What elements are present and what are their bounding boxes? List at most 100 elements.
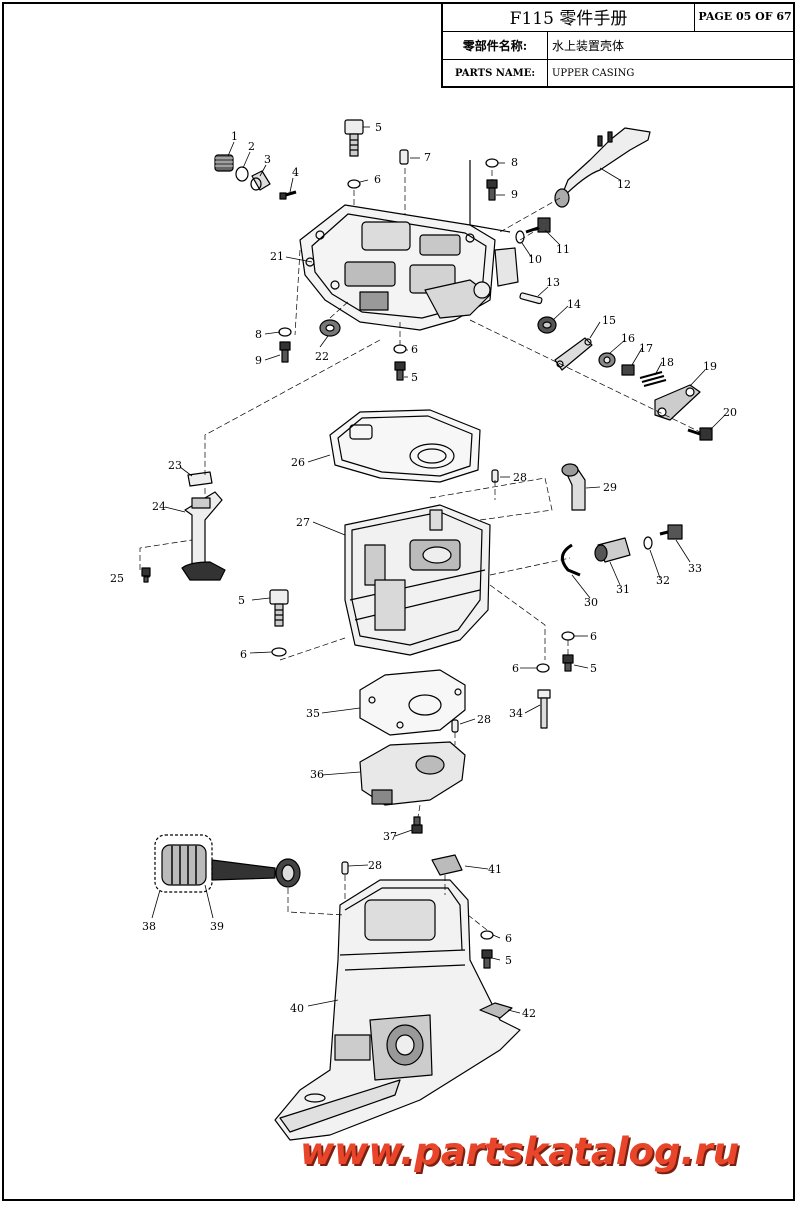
- callout-27: 27: [296, 516, 310, 529]
- callout-32: 32: [656, 574, 670, 587]
- parts-name-en-value: UPPER CASING: [552, 67, 635, 79]
- bolt-part-5-lower: [481, 949, 493, 969]
- callout-16: 16: [621, 332, 635, 345]
- callout-37: 37: [383, 830, 397, 843]
- title-block: F115 零件手册 PAGE 05 OF 67 零部件名称: 水上装置壳体 PA…: [441, 2, 795, 88]
- callout-20: 20: [723, 406, 737, 419]
- anode-part-42: [479, 1002, 513, 1019]
- screw-part-37: [411, 816, 423, 834]
- washer-part-8-top: [485, 158, 499, 168]
- callout-12: 12: [617, 178, 631, 191]
- watermark-url: www.partskatalog.ru: [300, 1130, 740, 1173]
- callout-5-mid: 5: [411, 371, 418, 384]
- long-bolt-part-34: [537, 689, 551, 729]
- bolt-part-5-mid: [394, 361, 406, 381]
- grommet-part-14: [537, 316, 557, 334]
- callout-7: 7: [424, 151, 431, 164]
- dowel-part-28-lower: [341, 861, 349, 875]
- callout-33: 33: [688, 562, 702, 575]
- parts-name-cn-label: 零部件名称:: [443, 32, 548, 60]
- assembly-lines: [139, 168, 701, 931]
- callout-42: 42: [522, 1007, 536, 1020]
- circlip-part-30: [560, 543, 581, 577]
- callout-labels: 1 2 3 4 5 6 7 8 9 10 11 12 13 14 15 16 1…: [110, 121, 737, 1020]
- callout-23: 23: [168, 459, 182, 472]
- gasket-part-26: [329, 409, 481, 483]
- screw-part-4: [279, 190, 297, 200]
- bushing-part-31: [594, 537, 631, 563]
- callout-15: 15: [602, 314, 616, 327]
- bolt-part-9-top: [486, 179, 498, 201]
- callout-6-right-a: 6: [590, 630, 597, 643]
- parts-name-cn-value: 水上装置壳体: [548, 32, 795, 60]
- callout-8-left: 8: [255, 328, 262, 341]
- callout-6-lower: 6: [505, 932, 512, 945]
- bolt-part-11: [525, 217, 551, 234]
- callout-28-mid: 28: [477, 713, 491, 726]
- elbow-tube-part-29: [561, 463, 586, 511]
- screw-part-25: [141, 567, 151, 583]
- callout-9-left: 9: [255, 354, 262, 367]
- exhaust-adapter-part-36: [359, 741, 466, 806]
- callout-36: 36: [310, 768, 324, 781]
- page-number: PAGE 05 OF 67: [695, 2, 795, 32]
- dowel-part-7: [399, 149, 409, 165]
- damper-part-41: [431, 854, 463, 876]
- washer-part-6-right-b: [536, 663, 550, 673]
- callout-34: 34: [509, 707, 523, 720]
- callout-24: 24: [152, 500, 166, 513]
- washer-part-8-left: [278, 327, 292, 337]
- callout-25: 25: [110, 572, 124, 585]
- callout-26: 26: [291, 456, 305, 469]
- bushing-part-22: [319, 319, 341, 337]
- nut-part-17: [621, 364, 635, 376]
- callout-10: 10: [528, 253, 542, 266]
- callout-5-lower: 5: [505, 954, 512, 967]
- callout-4: 4: [292, 166, 299, 179]
- callout-6-right-b: 6: [512, 662, 519, 675]
- callout-40: 40: [290, 1002, 304, 1015]
- bolt-part-5-top: [344, 119, 364, 157]
- callout-31: 31: [616, 583, 630, 596]
- washer-part-32: [643, 536, 653, 550]
- callout-35: 35: [306, 707, 320, 720]
- callout-28-lower: 28: [368, 859, 382, 872]
- callout-38: 38: [142, 920, 156, 933]
- callout-11: 11: [556, 243, 570, 256]
- washer-part-6-mid: [393, 344, 407, 354]
- detail-inset-38-39: [154, 834, 276, 893]
- callout-6-left: 6: [240, 648, 247, 661]
- fitting-part-33: [659, 524, 683, 540]
- lower-casing-part-40: [274, 879, 521, 1141]
- callout-3: 3: [264, 153, 271, 166]
- bracket-part-15: [554, 337, 593, 371]
- gasket-part-35: [359, 669, 466, 736]
- bolt-part-20: [687, 427, 713, 441]
- washer-part-6-right-a: [561, 631, 575, 641]
- washer-part-10: [515, 230, 525, 244]
- pin-part-13: [519, 292, 543, 305]
- bolt-part-5-right: [562, 654, 574, 672]
- parts-name-en-label: PARTS NAME:: [443, 60, 548, 86]
- dowel-part-28-mid: [451, 719, 459, 733]
- callout-5-left: 5: [238, 594, 245, 607]
- upper-mount-bracket-part-21: [299, 160, 519, 331]
- callout-41: 41: [488, 863, 502, 876]
- bearing-part-39: [275, 858, 301, 888]
- callout-6-top: 6: [374, 173, 381, 186]
- callout-5-right: 5: [590, 662, 597, 675]
- callout-21: 21: [270, 250, 284, 263]
- shift-rod-part-12: [554, 127, 651, 208]
- bolt-part-9-left: [279, 341, 291, 363]
- upper-casing-part-27: [344, 504, 491, 656]
- callout-2: 2: [248, 140, 255, 153]
- callout-8-top: 8: [511, 156, 518, 169]
- bushing-part-16: [598, 352, 616, 368]
- document-title: F115 零件手册: [443, 2, 695, 32]
- callout-30: 30: [584, 596, 598, 609]
- plug-part-1: [214, 154, 234, 172]
- callout-13: 13: [546, 276, 560, 289]
